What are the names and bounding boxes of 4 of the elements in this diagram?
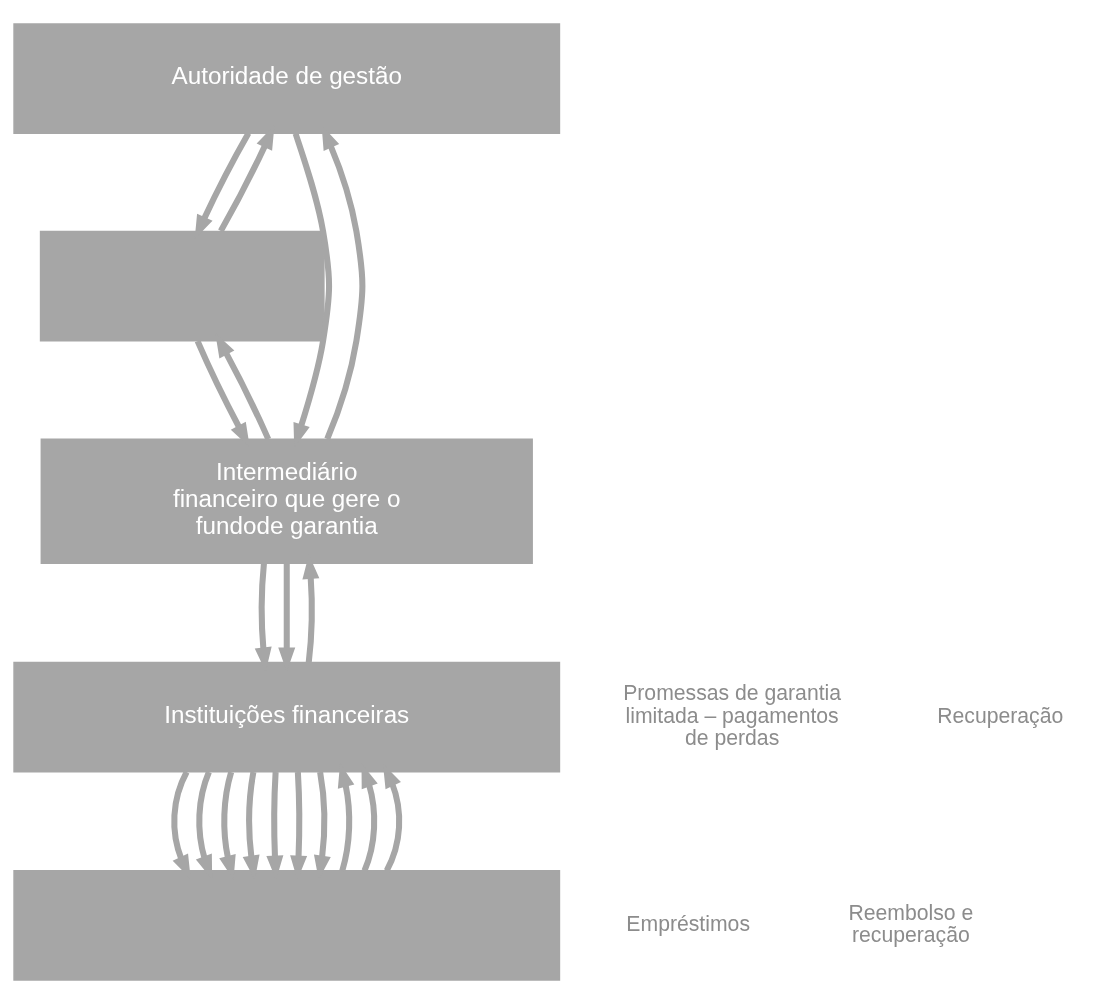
label: Promessas de garantia limitada – pagamentos de perdas: [623, 680, 842, 749]
label: Reembolso e recuperação: [848, 900, 974, 946]
label: Recuperação: [937, 703, 1064, 727]
label: Empréstimos: [626, 911, 750, 935]
